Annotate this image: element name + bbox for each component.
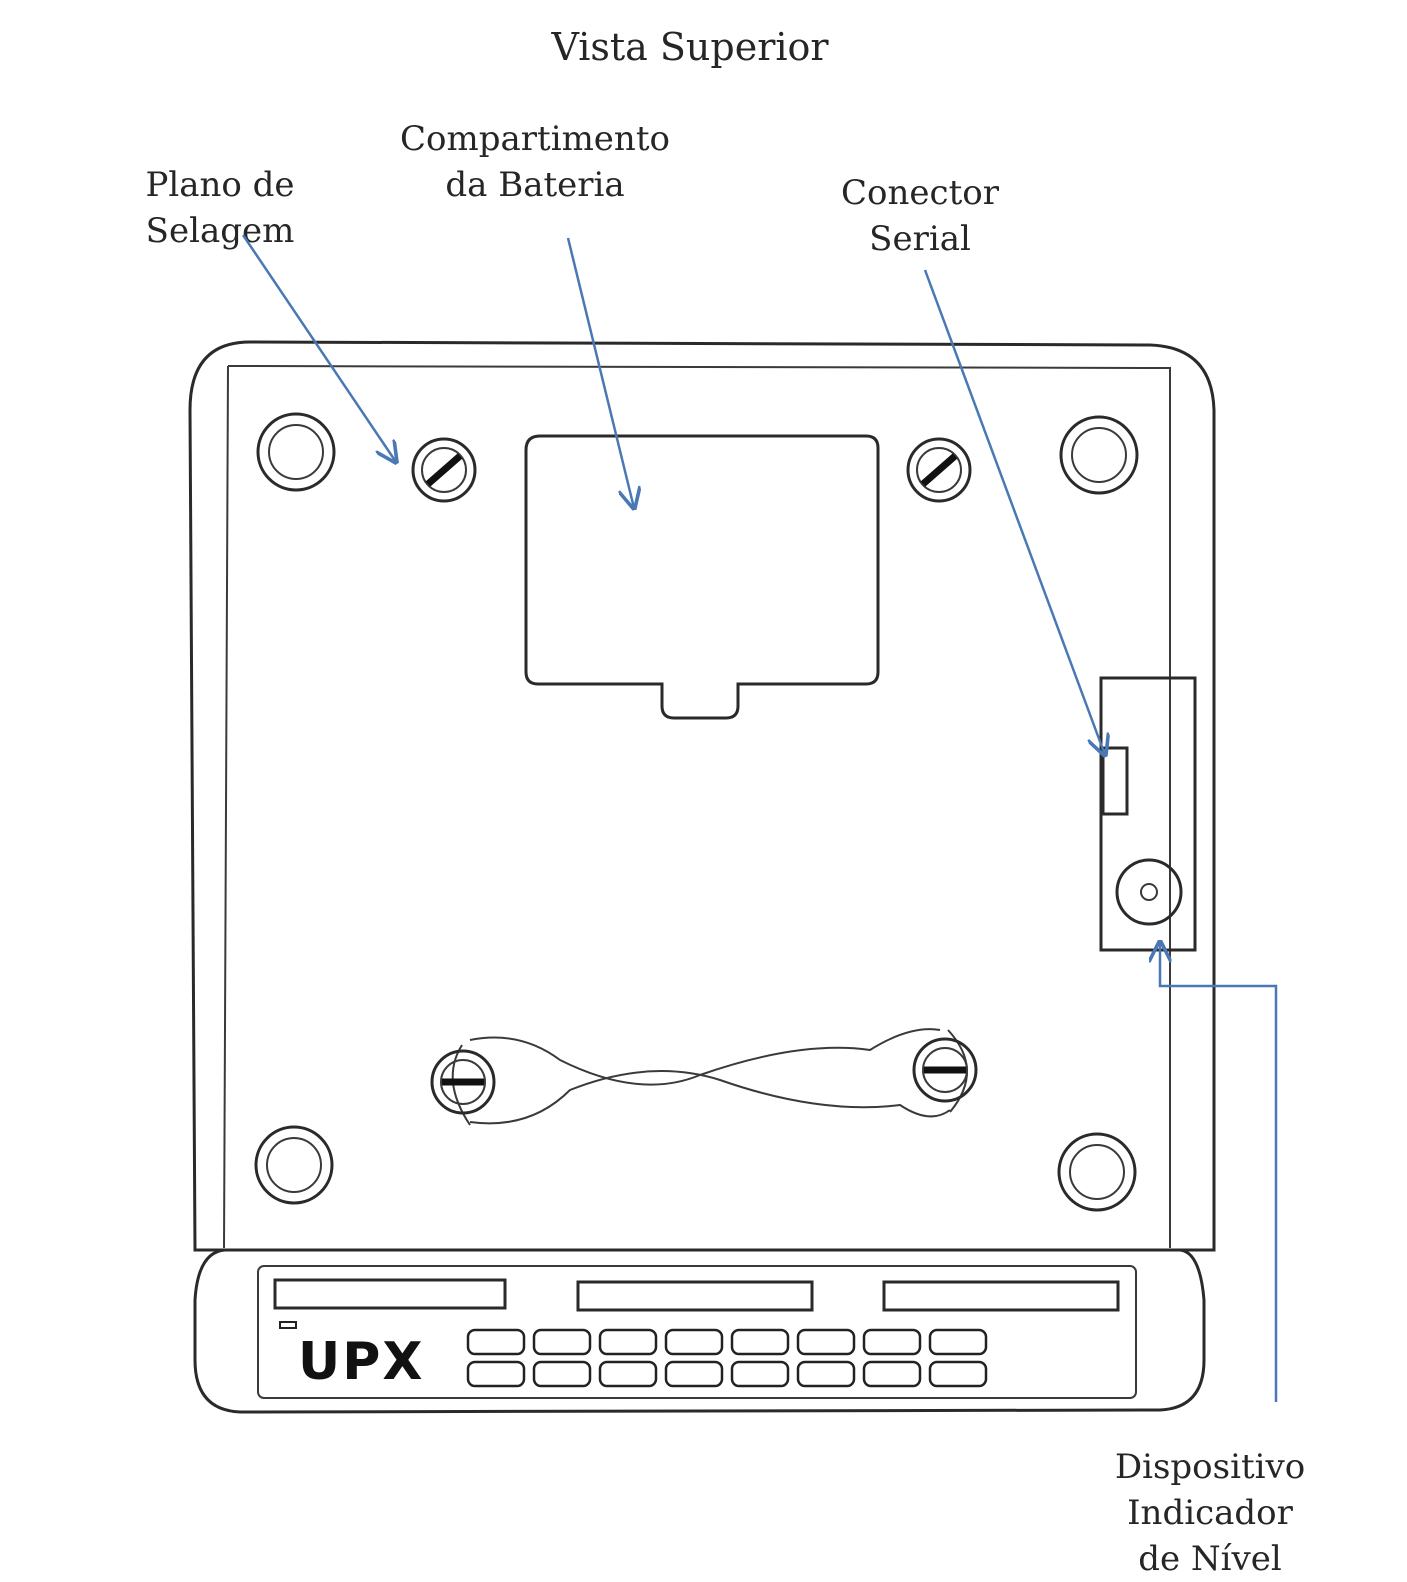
- bottom-strap: [451, 1028, 968, 1126]
- screw-top-left-icon: [411, 437, 477, 503]
- label-serial-connector: Conector Serial: [810, 170, 1030, 262]
- device-top-view-drawing: [188, 234, 1278, 1414]
- label-line: Plano de: [145, 165, 295, 205]
- keypad-key: [532, 1360, 592, 1388]
- front-panel: [193, 1248, 1206, 1414]
- label-battery-compartment: Compartimento da Bateria: [390, 116, 680, 208]
- display-window-2: [576, 1280, 814, 1312]
- label-line: da Bateria: [445, 165, 625, 205]
- housing-outline: [188, 340, 1216, 1252]
- keypad-key: [532, 1328, 592, 1356]
- keypad-key: [598, 1328, 658, 1356]
- arrow-level-indicator: [1160, 942, 1278, 1402]
- screw-bottom-left-icon: [430, 1049, 496, 1115]
- keypad-key: [664, 1328, 724, 1356]
- keypad-key: [730, 1328, 790, 1356]
- label-line: Selagem: [145, 211, 295, 251]
- label-line: Dispositivo Indicador: [1114, 1447, 1306, 1533]
- arrow-serial-connector: [923, 269, 1105, 755]
- keypad-key: [466, 1360, 526, 1388]
- keypad-key: [664, 1360, 724, 1388]
- keypad-key: [730, 1360, 790, 1388]
- keypad-key: [466, 1328, 526, 1356]
- indicator-led: [279, 1321, 297, 1329]
- screw-bottom-right-icon: [912, 1037, 978, 1103]
- label-line: Conector: [841, 173, 999, 213]
- foot-bottom-left: [254, 1125, 334, 1205]
- display-window-1: [273, 1278, 507, 1310]
- foot-top-left: [256, 412, 336, 492]
- label-line: Serial: [869, 219, 971, 259]
- keypad: [466, 1328, 988, 1388]
- keypad-key: [796, 1360, 856, 1388]
- screw-top-right-icon: [906, 437, 972, 503]
- brand-logo: UPX: [298, 1332, 425, 1392]
- label-line: Compartimento: [400, 119, 670, 159]
- label-line: de Nível: [1138, 1539, 1282, 1579]
- arrow-battery-compartment: [566, 237, 634, 508]
- keypad-key: [928, 1360, 988, 1388]
- diagram-title: Vista Superior: [490, 24, 890, 70]
- keypad-key: [796, 1328, 856, 1356]
- label-sealing-plane: Plano de Selagem: [110, 162, 330, 254]
- battery-cover: [524, 434, 880, 720]
- keypad-key: [598, 1360, 658, 1388]
- keypad-key: [928, 1328, 988, 1356]
- arrow-sealing-plane: [241, 234, 396, 462]
- foot-bottom-right: [1057, 1132, 1137, 1212]
- title-text: Vista Superior: [551, 25, 829, 69]
- keypad-key: [862, 1360, 922, 1388]
- connector-module: [1099, 676, 1197, 952]
- display-window-3: [882, 1280, 1120, 1312]
- display-frame: [257, 1265, 1137, 1399]
- inner-panel: [223, 365, 1171, 1249]
- foot-top-right: [1059, 415, 1139, 495]
- keypad-key: [862, 1328, 922, 1356]
